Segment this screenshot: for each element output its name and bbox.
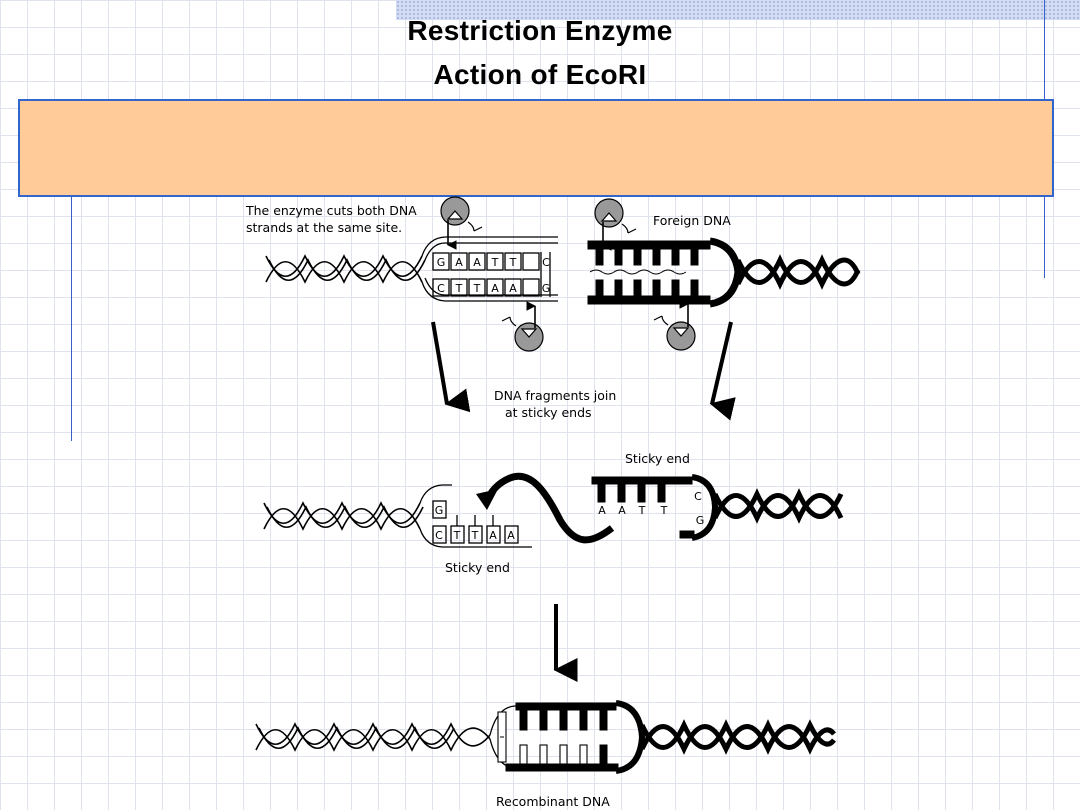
base-bottom-5: A [509,282,517,295]
base-sticky-right-c: C [694,490,702,503]
base-sticky-left-1: C [435,529,443,542]
label-enzyme-cuts-line2: strands at the same site. [246,220,403,235]
base-sticky-right-1: A [598,504,606,517]
base-top-6: C [542,256,550,269]
base-bottom-2: T [455,282,463,295]
arrow-down-left [431,321,471,413]
overlay-box [18,99,1054,197]
base-bottom-6: G [542,282,551,295]
dna-helix-top-right [735,254,861,290]
base-sticky-left-3: T [471,529,479,542]
base-sticky-right-4: T [660,504,668,517]
enzyme-icon-top-right [594,198,637,251]
base-sticky-right-g: G [696,514,705,527]
dna-helix-top-left [265,254,426,284]
dna-helix-bottom-right [639,719,836,755]
dna-helix-middle-left [263,501,424,531]
label-foreign-dna: Foreign DNA [653,213,731,228]
slide-title-line2: Action of EcoRI [433,59,647,90]
enzyme-icon-bottom-right [653,299,696,351]
base-top-1: G [437,256,446,269]
base-sticky-left-2: T [453,529,461,542]
base-sticky-left-5: A [507,529,515,542]
foreign-dna-ladder [587,237,742,308]
base-sticky-right-3: T [638,504,646,517]
label-fragments-join-line1: DNA fragments join [494,388,617,403]
base-sticky-left-g: G [435,504,444,517]
curved-join-arrow [484,472,615,544]
decorative-vertical-line-left [71,196,72,441]
dna-sticky-middle-right [591,474,719,541]
dna-helix-bottom-left [255,722,491,752]
dna-ladder-top-left [421,236,558,302]
base-top-4: T [491,256,499,269]
decorative-pattern-band [396,0,1080,20]
dna-sticky-middle-left [419,484,532,548]
base-sticky-right-2: A [618,504,626,517]
base-bottom-1: C [437,282,445,295]
label-fragments-join-line2: at sticky ends [505,405,592,420]
arrow-down-right [709,321,736,421]
base-sticky-left-4: A [489,529,497,542]
slide-title-line1: Restriction Enzyme [407,15,673,46]
dna-recombinant-ladder [489,700,646,774]
base-top-5: T [509,256,517,269]
base-top-3: A [473,256,481,269]
enzyme-icon-bottom-left [501,301,544,352]
base-bottom-4: A [491,282,499,295]
label-recombinant-dna: Recombinant DNA [496,794,610,809]
label-sticky-end-bottom: Sticky end [445,560,510,575]
dna-helix-middle-right [712,488,844,524]
label-enzyme-cuts-line1: The enzyme cuts both DNA [246,203,417,218]
base-bottom-3: T [473,282,481,295]
enzyme-icon-top-left [440,196,483,250]
base-top-2: A [455,256,463,269]
label-sticky-end-top: Sticky end [625,451,690,466]
